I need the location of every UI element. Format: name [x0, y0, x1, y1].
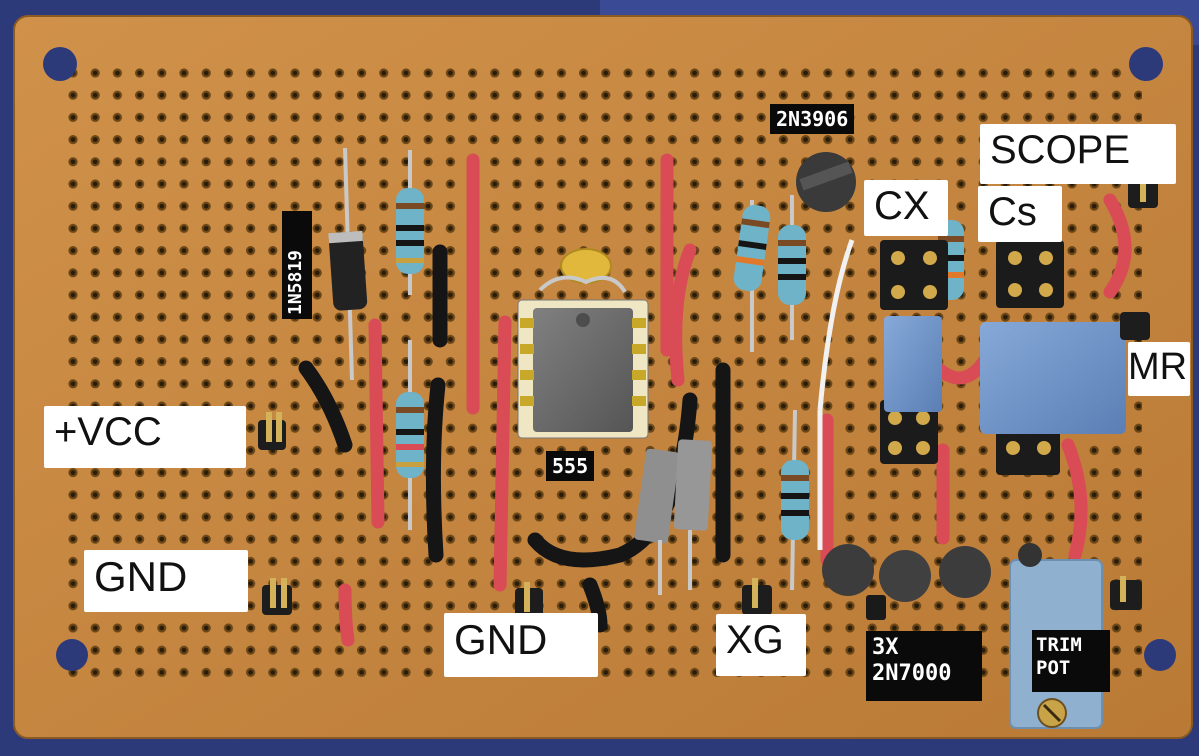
socket-pins	[888, 251, 1053, 455]
label-cx: CX	[864, 180, 948, 236]
ic-555	[517, 299, 649, 439]
capacitor-leads	[538, 275, 627, 294]
label-gnd-left: GND	[84, 550, 248, 612]
tag-555: 555	[546, 451, 595, 481]
mount-hole	[43, 47, 77, 81]
film-capacitors	[634, 439, 713, 595]
resistor	[733, 200, 771, 352]
red-jumpers	[338, 153, 1132, 647]
label-gnd-bottom: GND	[444, 613, 598, 677]
resistor	[778, 195, 806, 340]
mount-hole	[56, 639, 88, 671]
tag-1n5819: 1N5819	[282, 211, 312, 319]
label-cs: Cs	[978, 186, 1062, 242]
resistor	[396, 340, 424, 530]
tag-trim-line1: TRIM	[1036, 634, 1082, 656]
tag-3x-line2: 2N7000	[872, 661, 952, 687]
transistor-2n3906	[796, 152, 856, 212]
mount-hole	[1144, 639, 1176, 671]
diode	[328, 147, 368, 381]
mount-hole	[1129, 47, 1163, 81]
label-xg: XG	[716, 614, 806, 676]
pin-tips	[266, 176, 1146, 612]
tag-2n3906: 2N3906	[770, 104, 855, 134]
white-wire	[817, 239, 855, 411]
tag-3x: 3X 2N7000	[866, 631, 982, 701]
label-scope: SCOPE	[980, 124, 1176, 184]
resistor	[781, 409, 809, 591]
transistors-2n7000	[822, 544, 991, 620]
tag-trim-line2: POT	[1036, 656, 1071, 679]
box-capacitors	[884, 316, 1126, 434]
label-mr: MR	[1128, 342, 1190, 396]
tag-trim-pot: TRIM POT	[1032, 630, 1110, 692]
label-vcc: +VCC	[44, 406, 246, 468]
resistor	[396, 150, 424, 295]
tag-3x-line1: 3X	[872, 635, 899, 660]
